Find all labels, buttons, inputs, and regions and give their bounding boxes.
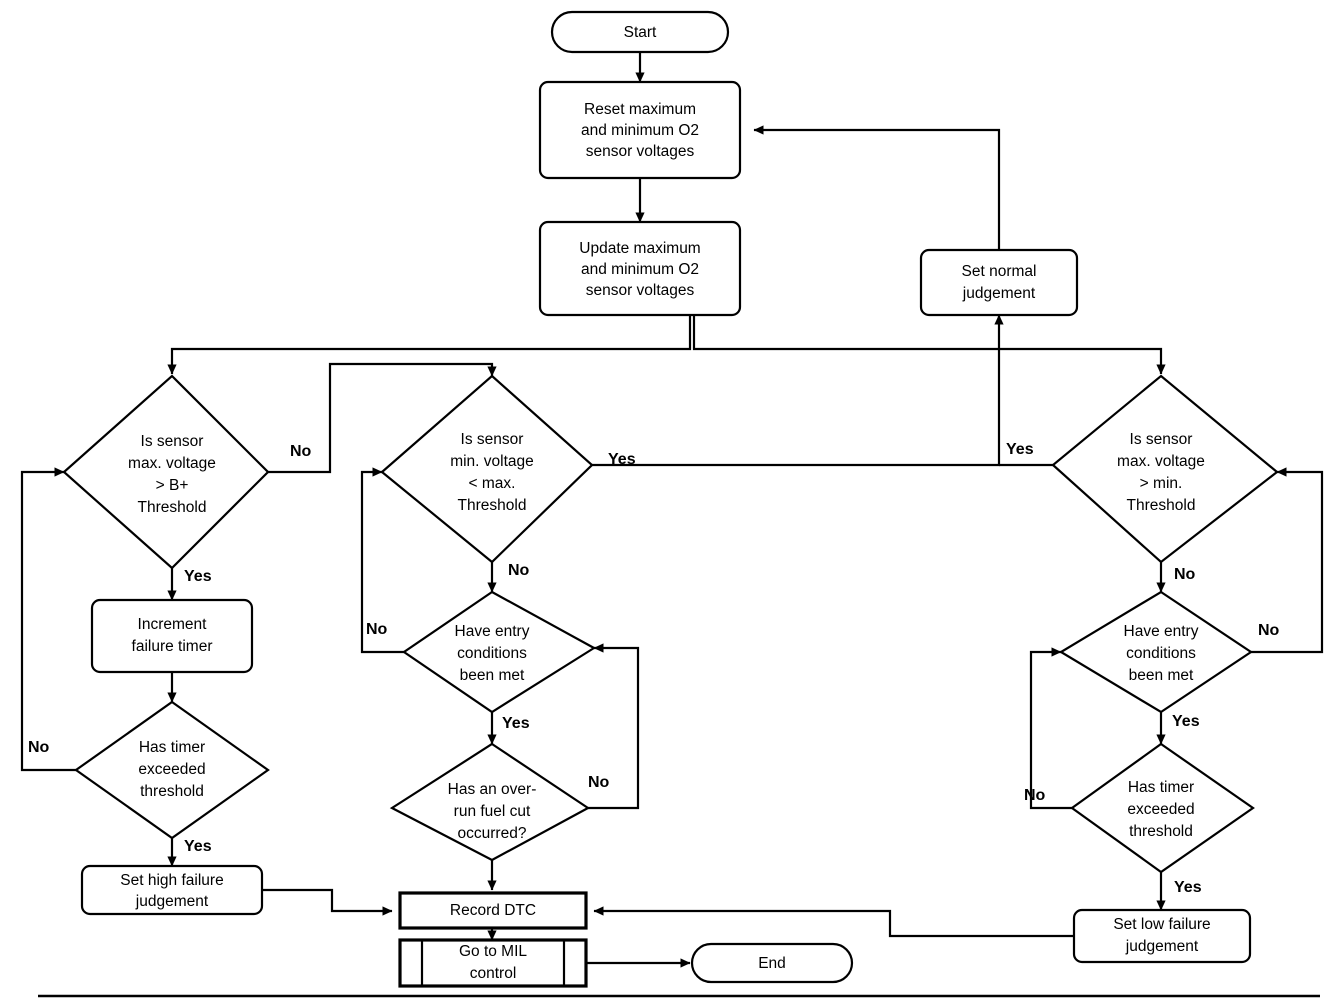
node-mil-line2: control [470,965,517,982]
node-update-line3: sensor voltages [586,282,695,299]
edge-update-to-left-branch [167,315,692,375]
node-decision-min-voltage-max[interactable]: Is sensor min. voltage < max. Threshold [380,374,594,564]
node-increment-failure-timer[interactable]: Increment failure timer [90,598,254,674]
edge-label-no-maxbplus: No [290,443,312,460]
node-maxbplus-line4: Threshold [138,499,207,516]
node-reset-voltages[interactable]: Reset maximum and minimum O2 sensor volt… [538,80,742,180]
node-set-high-failure-judgement[interactable]: Set high failure judgement [80,864,264,916]
edge-label-no-fuelcut: No [588,774,610,791]
node-recorddtc-label: Record DTC [450,902,536,919]
edge-timerleft-no-loop [20,467,76,772]
node-maxmin-line3: > min. [1140,475,1183,492]
node-decision-timer-exceeded-right[interactable]: Has timer exceeded threshold [1070,742,1255,874]
node-increment-line1: Increment [138,616,208,633]
edge-setlow-to-recorddtc [593,906,1074,938]
node-go-to-mil-control[interactable]: Go to MIL control [398,938,588,988]
edge-label-no-timerleft: No [28,739,50,756]
node-maxbplus-line1: Is sensor [141,433,204,450]
edge-label-no-minmax: No [508,562,530,579]
edge-label-no-maxmin: No [1174,566,1196,583]
node-maxbplus-line2: max. voltage [128,455,216,472]
node-mil-line1: Go to MIL [459,943,527,960]
node-setlow-line1: Set low failure [1113,916,1210,933]
node-increment-line2: failure timer [132,638,213,655]
edge-minmax-yes-to-setnormal [592,314,1004,467]
node-decision-max-voltage-min[interactable]: Is sensor max. voltage > min. Threshold [1051,374,1279,564]
node-fuelcut-line2: run fuel cut [454,803,531,820]
node-sethigh-line1: Set high failure [120,872,223,889]
node-maxmin-line2: max. voltage [1117,453,1205,470]
node-set-normal-judgement[interactable]: Set normal judgement [919,248,1079,317]
edge-entryright-no-loop [1251,467,1324,654]
node-entryright-line2: conditions [1126,645,1196,662]
edge-timerright-no-loop [1029,647,1072,810]
edge-maxbplus-no-to-minmax [268,362,497,474]
edge-update-to-right-branch [692,315,1166,375]
node-entrycenter-line2: conditions [457,645,527,662]
node-maxbplus-line3: > B+ [156,477,189,494]
edge-label-yes-maxmin: Yes [1006,441,1034,458]
node-start-label: Start [624,24,657,41]
node-reset-line2: and minimum O2 [581,122,699,139]
edge-label-yes-timerleft: Yes [184,838,212,855]
edge-label-yes-maxbplus: Yes [184,568,212,585]
node-fuelcut-line1: Has an over- [448,781,537,798]
node-timerright-line2: exceeded [1127,801,1194,818]
node-minmax-line2: min. voltage [450,453,534,470]
node-minmax-line4: Threshold [458,497,527,514]
node-entrycenter-line3: been met [460,667,525,684]
edge-label-yes-minmax: Yes [608,451,636,468]
node-decision-entry-conditions-center[interactable]: Have entry conditions been met [402,590,597,714]
edge-entrycenter-no-loop [360,467,404,654]
node-entryright-line1: Have entry [1124,623,1199,640]
edge-label-layer: No Yes No Yes Yes No No Yes No Yes No No… [28,441,1280,896]
node-decision-max-voltage-bplus[interactable]: Is sensor max. voltage > B+ Threshold [62,374,270,570]
edge-fuelcut-no-loop [588,643,640,810]
node-setnormal-line2: judgement [962,285,1036,302]
node-minmax-line1: Is sensor [461,431,524,448]
edge-sethigh-to-recorddtc [262,888,393,916]
edge-label-yes-entryright: Yes [1172,713,1200,730]
node-timerleft-line3: threshold [140,783,204,800]
edge-label-no-entrycenter: No [366,621,388,638]
edge-label-no-entryright: No [1258,622,1280,639]
node-minmax-line3: < max. [469,475,516,492]
node-maxmin-line1: Is sensor [1130,431,1193,448]
node-start[interactable]: Start [550,10,730,54]
node-setlow-line2: judgement [1125,938,1199,955]
node-setnormal-line1: Set normal [962,263,1037,280]
node-timerright-line3: threshold [1129,823,1193,840]
node-decision-entry-conditions-right[interactable]: Have entry conditions been met [1058,590,1253,714]
edge-setnormal-to-reset [753,125,1001,250]
node-update-voltages[interactable]: Update maximum and minimum O2 sensor vol… [538,220,742,317]
node-end-label: End [758,955,786,972]
node-entryright-line3: been met [1129,667,1194,684]
edge-label-yes-entrycenter: Yes [502,715,530,732]
node-update-line2: and minimum O2 [581,261,699,278]
edge-label-no-timerright: No [1024,787,1046,804]
node-reset-line3: sensor voltages [586,143,695,160]
node-fuelcut-line3: occurred? [458,825,527,842]
node-timerleft-line2: exceeded [138,761,205,778]
node-record-dtc[interactable]: Record DTC [398,891,588,930]
connector-layer [20,52,1324,968]
node-timerright-line1: Has timer [1128,779,1194,796]
node-update-line1: Update maximum [579,240,700,257]
node-entrycenter-line1: Have entry [455,623,530,640]
node-end[interactable]: End [690,942,854,984]
node-decision-overrun-fuel-cut[interactable]: Has an over- run fuel cut occurred? [389,742,591,862]
node-timerleft-line1: Has timer [139,739,205,756]
node-maxmin-line4: Threshold [1127,497,1196,514]
edge-label-yes-timerright: Yes [1174,879,1202,896]
node-decision-timer-exceeded-left[interactable]: Has timer exceeded threshold [74,700,270,840]
node-reset-line1: Reset maximum [584,101,696,118]
node-sethigh-line2: judgement [135,893,209,910]
node-set-low-failure-judgement[interactable]: Set low failure judgement [1072,908,1252,964]
